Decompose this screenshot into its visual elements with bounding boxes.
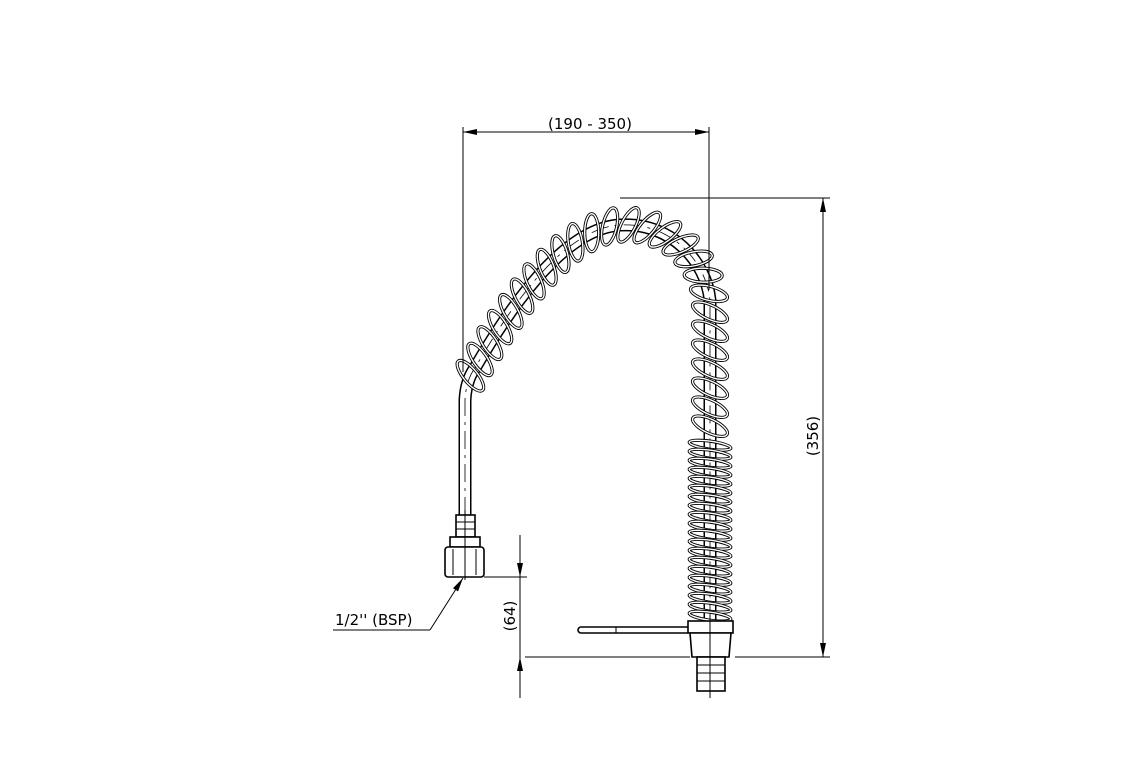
coil-loop xyxy=(691,320,729,343)
coil-loop xyxy=(689,284,729,303)
connector-label: 1/2'' (BSP) xyxy=(335,611,412,629)
coil-loop xyxy=(536,248,557,286)
width-dimension-label: (190 - 350) xyxy=(548,115,632,133)
spring-coils xyxy=(455,206,733,623)
coil-loop xyxy=(456,359,485,392)
connector-leader: 1/2'' (BSP) xyxy=(333,577,464,631)
coil-loop xyxy=(551,235,570,274)
width-dimension: (190 - 350) xyxy=(462,115,710,372)
coil-loop xyxy=(510,278,534,315)
coil-loop xyxy=(633,211,662,244)
height-dimension-label: (356) xyxy=(804,416,822,456)
coil-loop xyxy=(584,213,600,253)
offset-dimension: (64) xyxy=(484,535,527,698)
coil-loop xyxy=(600,207,619,246)
coil-loop xyxy=(617,206,640,243)
coil-loop xyxy=(523,263,545,300)
coil-loop xyxy=(691,396,729,419)
hose xyxy=(458,218,717,630)
coil-loop xyxy=(467,342,493,377)
inlet-fitting xyxy=(444,510,485,580)
coil-loop xyxy=(648,220,682,248)
coil-loop xyxy=(691,358,729,381)
coil-loop xyxy=(674,250,713,268)
coil-loop xyxy=(662,234,699,256)
coil-loop xyxy=(688,610,732,622)
coil-loop xyxy=(691,301,729,324)
coil-loop xyxy=(691,339,729,362)
coil-loop xyxy=(683,267,723,283)
coil-loop xyxy=(487,309,513,345)
offset-dimension-label: (64) xyxy=(501,601,519,632)
handle-bar xyxy=(577,626,691,634)
coil-loop xyxy=(567,222,584,262)
coil-loop xyxy=(691,377,729,400)
outlet-fitting xyxy=(577,615,734,698)
coil-loop xyxy=(498,293,523,330)
coil-loop xyxy=(477,326,503,361)
height-dimension: (356) xyxy=(525,197,830,658)
hose-centerline xyxy=(464,224,711,630)
coil-loop xyxy=(691,415,729,438)
